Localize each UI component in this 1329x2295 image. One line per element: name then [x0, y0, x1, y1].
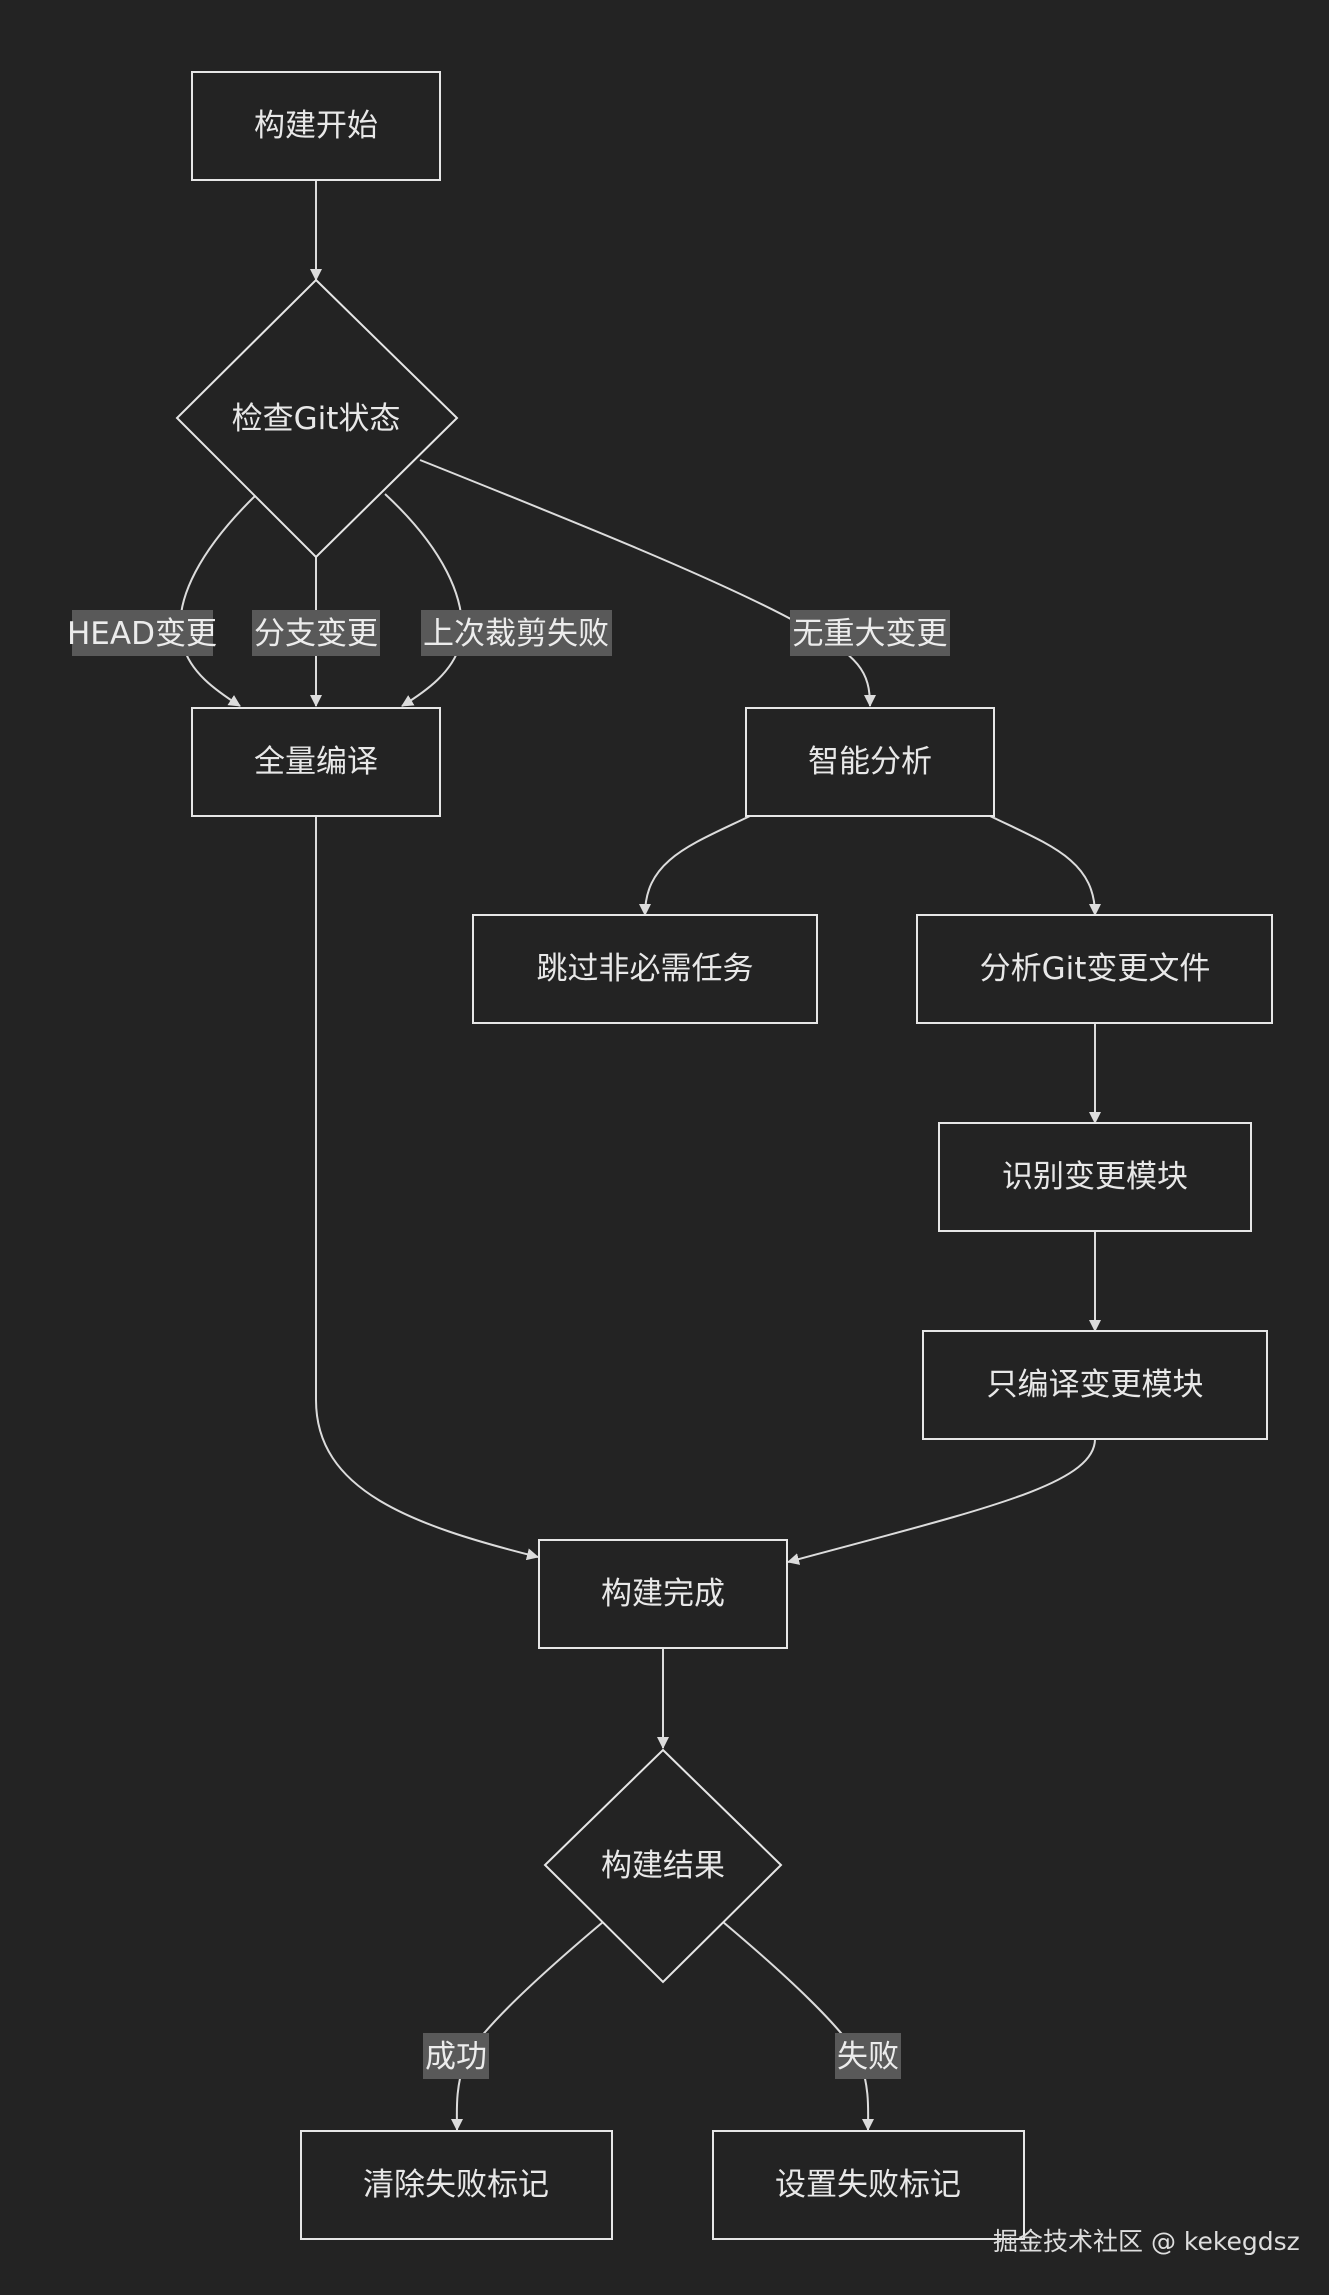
- decision-check-git: 检查Git状态: [175, 278, 459, 559]
- edge-compile-to-done: [787, 1438, 1096, 1565]
- edge-check-head-changed: [179, 495, 256, 707]
- edge-check-last-prune-failed: [384, 493, 463, 707]
- node-skip-tasks-label: 跳过非必需任务: [537, 951, 754, 987]
- decision-build-result: 构建结果: [543, 1748, 783, 1984]
- edge-label-last-prune-failed: 上次裁剪失败: [423, 616, 609, 652]
- node-build-start-label: 构建开始: [254, 108, 378, 144]
- node-clear-fail-mark: 清除失败标记: [300, 2130, 613, 2240]
- edge-label-no-major-change: 无重大变更: [793, 616, 948, 652]
- edge-smart-to-analyze: [989, 815, 1101, 916]
- node-identify-modules-label: 识别变更模块: [1002, 1159, 1188, 1195]
- node-build-start: 构建开始: [191, 71, 441, 181]
- node-analyze-git-files: 分析Git变更文件: [916, 914, 1273, 1024]
- edge-check-no-major-change: [419, 459, 876, 707]
- node-compile-changed: 只编译变更模块: [922, 1330, 1268, 1440]
- node-build-done: 构建完成: [538, 1539, 788, 1649]
- node-clear-fail-mark-label: 清除失败标记: [363, 2167, 549, 2203]
- edge-result-success: [450, 1921, 604, 2131]
- node-build-done-label: 构建完成: [601, 1576, 725, 1612]
- node-full-compile-label: 全量编译: [254, 744, 378, 780]
- node-full-compile: 全量编译: [191, 707, 441, 817]
- nodes: 构建开始 检查Git状态 全量编译 智能分析 跳过非必需任务 分析Git变更文件…: [175, 71, 1273, 2240]
- edge-labels: HEAD变更 分支变更 上次裁剪失败 无重大变更 成功 失败: [67, 610, 950, 2079]
- node-set-fail-mark-label: 设置失败标记: [775, 2167, 961, 2203]
- node-compile-changed-label: 只编译变更模块: [987, 1367, 1204, 1403]
- node-smart-analysis-label: 智能分析: [808, 744, 932, 780]
- node-set-fail-mark: 设置失败标记: [712, 2130, 1025, 2240]
- decision-build-result-label: 构建结果: [601, 1848, 725, 1884]
- edge-label-failure: 失败: [837, 2039, 899, 2075]
- node-identify-modules: 识别变更模块: [938, 1122, 1252, 1232]
- node-smart-analysis: 智能分析: [745, 707, 995, 817]
- watermark: 掘金技术社区 @ kekegdsz: [993, 2227, 1300, 2256]
- edge-full-to-done: [315, 816, 539, 1561]
- edge-label-branch-changed: 分支变更: [254, 616, 378, 652]
- edge-label-success: 成功: [425, 2039, 487, 2075]
- decision-check-git-label: 检查Git状态: [232, 401, 401, 437]
- node-analyze-git-files-label: 分析Git变更文件: [980, 951, 1211, 987]
- edge-result-failure: [722, 1921, 875, 2131]
- node-skip-tasks: 跳过非必需任务: [472, 914, 818, 1024]
- edge-label-head-changed: HEAD变更: [67, 616, 217, 652]
- edge-smart-to-skip: [639, 815, 751, 916]
